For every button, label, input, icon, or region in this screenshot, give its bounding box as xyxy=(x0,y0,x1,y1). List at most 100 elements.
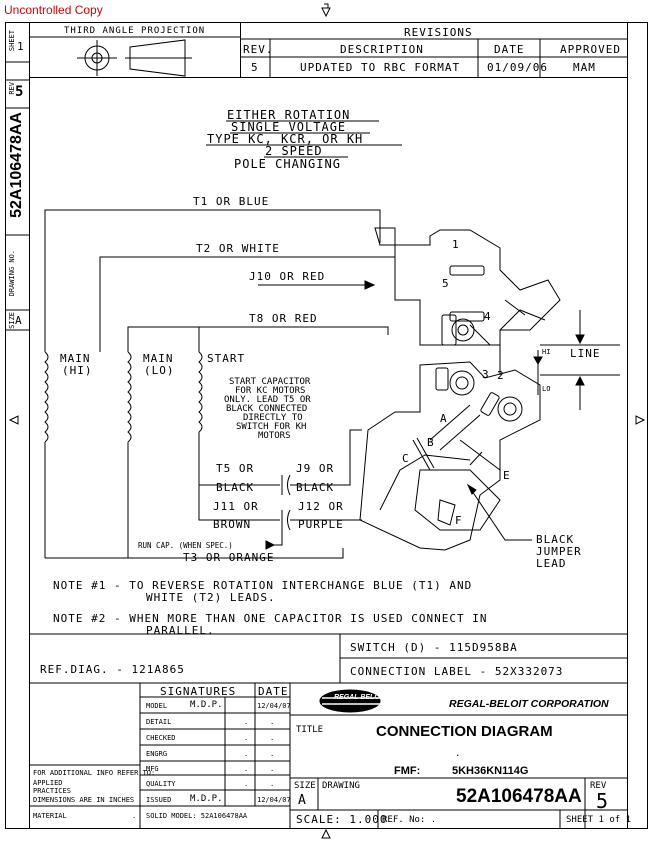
line-label: LINE xyxy=(570,347,601,360)
sig-name-issued: M.D.P. xyxy=(190,794,223,804)
sig-name-mfg: . xyxy=(244,765,249,773)
sig-name-model: M.D.P. xyxy=(190,700,223,710)
start-cap-note-2: FOR KC MOTORS xyxy=(235,386,306,396)
switch-f-label: F xyxy=(455,514,463,527)
ref-diagram: REF.DIAG. - 121A865 xyxy=(40,663,185,676)
scale-label: SCALE: 1.000 xyxy=(296,813,388,826)
company-logo: REGAL BELOIT xyxy=(334,694,386,701)
main-hi-label: MAIN xyxy=(60,352,91,365)
t5-label: T5 OR xyxy=(216,462,255,475)
sig-role-quality: QUALITY xyxy=(146,780,176,788)
note-1-line-1: NOTE #1 - TO REVERSE ROTATION INTERCHANG… xyxy=(53,579,473,592)
start-cap-note-1: START CAPACITOR xyxy=(229,377,311,387)
side-drawing-number: 52A106478AA xyxy=(8,112,25,218)
fmf-value: 5KH36KN114G xyxy=(452,765,529,777)
j12-purple-label: PURPLE xyxy=(298,518,344,531)
sig-role-detail: DETAIL xyxy=(146,718,172,726)
sig-date-model: 12/04/07 xyxy=(257,702,291,710)
main-lo-sub: (LO) xyxy=(144,364,175,377)
j9-label: J9 OR xyxy=(296,462,335,475)
sig-name-engrg: . xyxy=(244,750,249,758)
start-cap-note-5: DIRECTLY TO xyxy=(243,413,303,423)
terminal-4-label: 4 xyxy=(484,310,492,323)
hi-label: HI xyxy=(542,348,551,356)
date-header: DATE xyxy=(494,43,525,56)
size-side-value: A xyxy=(15,314,23,327)
sheet-count: SHEET 1 of 1 xyxy=(566,815,632,825)
connection-label-ref: CONNECTION LABEL - 52X332073 xyxy=(350,665,564,678)
drawing-title: CONNECTION DIAGRAM xyxy=(376,723,553,740)
lo-label: LO xyxy=(542,385,551,393)
sheet-label: SHEET xyxy=(8,30,16,52)
drawing-number: 52A106478AA xyxy=(456,786,582,807)
rev-header: REV. xyxy=(243,43,274,56)
terminal-5-label: 5 xyxy=(442,277,450,290)
run-cap-label: RUN CAP. (WHEN SPEC.) xyxy=(138,541,233,550)
rev-date: 01/09/06 xyxy=(487,61,548,74)
terminal-2-label: 2 xyxy=(497,369,505,382)
size-value: A xyxy=(298,793,307,808)
rev-side-value: 5 xyxy=(15,84,24,100)
sig-role-issued: ISSUED xyxy=(146,796,172,804)
sig-role-mfg: MFG xyxy=(146,765,159,773)
jumper-label-1: BLACK xyxy=(536,533,575,546)
sig-date-issued: 12/04/07 xyxy=(257,796,291,804)
heading-line-1: EITHER ROTATION xyxy=(227,108,351,122)
wire-t2-label: T2 OR WHITE xyxy=(196,242,280,255)
sig-name-checked: . xyxy=(244,734,249,742)
heading-line-3: TYPE KC, KCR, OR KH xyxy=(207,132,364,146)
rev-label: REV xyxy=(590,781,607,791)
sig-role-checked: CHECKED xyxy=(146,734,176,742)
note-1-line-2: WHITE (T2) LEADS. xyxy=(146,591,276,604)
sig-name-detail: . xyxy=(244,718,249,726)
j12-label: J12 OR xyxy=(298,500,344,513)
revisions-title: REVISIONS xyxy=(404,26,473,39)
signatures-date-header: DATE xyxy=(258,685,289,698)
dimensions-label: DIMENSIONS ARE IN INCHES xyxy=(33,796,135,804)
material-label: MATERIAL xyxy=(33,812,67,820)
j11-label: J11 OR xyxy=(213,500,259,513)
note-2-line-2: PARALLEL. xyxy=(146,624,215,637)
wire-t3-label: T3 OR ORANGE xyxy=(183,551,275,564)
solid-model-label: SOLID MODEL: 52A106478AA xyxy=(146,812,248,820)
wire-t1-label: T1 OR BLUE xyxy=(193,195,270,208)
ref-no-label: REF. No: . xyxy=(382,815,437,825)
drawing-label: DRAWING xyxy=(322,781,360,791)
rev-value: 5 xyxy=(251,61,259,74)
applied-practices-label: APPLIED PRACTICES xyxy=(33,779,71,795)
switch-a-label: A xyxy=(440,412,448,425)
sig-name-quality: . xyxy=(244,780,249,788)
rev-approved: MAM xyxy=(573,61,596,74)
switch-e-label: E xyxy=(503,469,511,482)
main-hi-sub: (HI) xyxy=(62,364,93,377)
heading-line-4: 2 SPEED xyxy=(265,144,323,158)
start-cap-note-7: MOTORS xyxy=(258,431,291,441)
projection-label: THIRD ANGLE PROJECTION xyxy=(64,26,206,36)
sig-date-engrg: . xyxy=(270,750,275,758)
additional-info-label: FOR ADDITIONAL INFO REFER TO: xyxy=(33,769,156,777)
heading-line-5: POLE CHANGING xyxy=(234,157,341,171)
sig-date-quality: . xyxy=(270,780,275,788)
switch-c-label: C xyxy=(402,452,410,465)
rev-description: UPDATED TO RBC FORMAT xyxy=(300,61,461,74)
rev-number: 5 xyxy=(596,789,609,813)
terminal-1-label: 1 xyxy=(452,238,460,251)
terminal-3-label: 3 xyxy=(482,368,490,381)
approved-header: APPROVED xyxy=(560,43,621,56)
title-label: TITLE xyxy=(296,725,324,735)
jumper-label-3: LEAD xyxy=(536,557,567,570)
company-name: REGAL-BELOIT CORPORATION xyxy=(449,698,609,710)
fmf-label: FMF: xyxy=(394,765,421,777)
switch-reference: SWITCH (D) - 115D958BA xyxy=(350,641,518,654)
wire-j10-label: J10 OR RED xyxy=(249,270,326,283)
sheet-value: 1 xyxy=(17,40,25,53)
start-cap-note-3: ONLY. LEAD T5 OR xyxy=(224,395,311,405)
j11-brown-label: BROWN xyxy=(213,518,252,531)
main-lo-label: MAIN xyxy=(143,352,174,365)
size-label: SIZE xyxy=(294,781,316,791)
title-dot: . xyxy=(455,749,461,759)
t5-black-label: BLACK xyxy=(216,481,255,494)
sig-date-checked: . xyxy=(270,734,275,742)
material-value: . xyxy=(132,812,137,820)
